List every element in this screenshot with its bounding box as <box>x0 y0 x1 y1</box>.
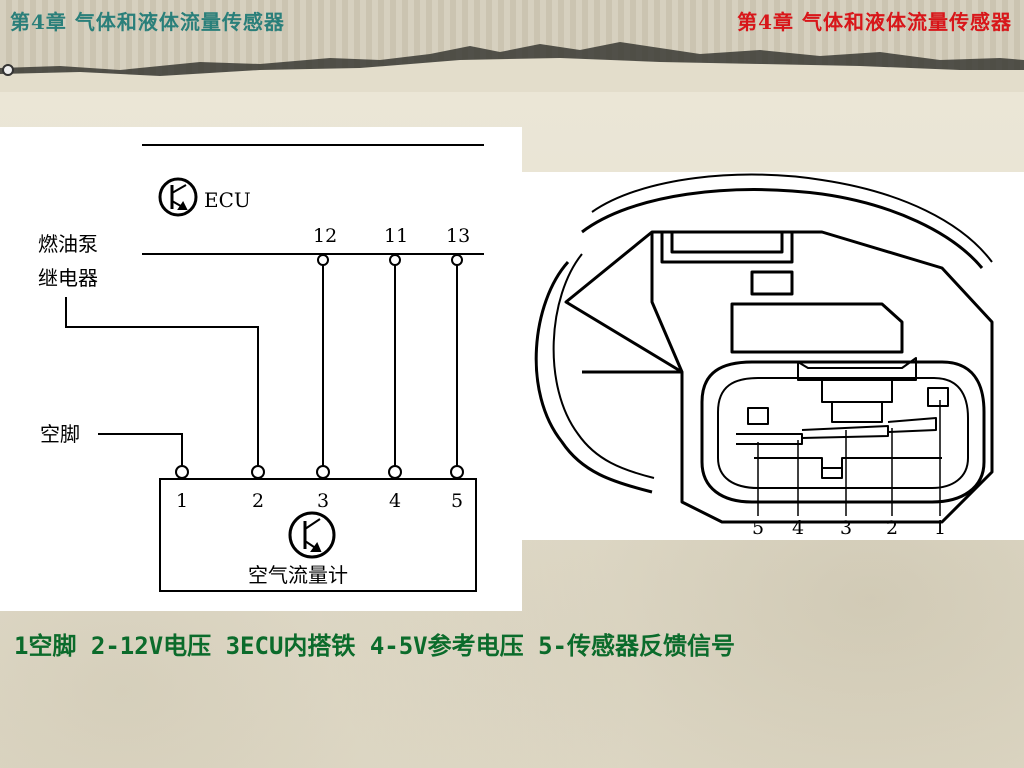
relay-label-line1: 燃油泵 <box>38 232 98 256</box>
meter-transistor-icon <box>288 511 336 559</box>
wiring-diagram: ECU 燃油泵 继电器 空脚 12 11 13 1 2 3 4 5 空气流量计 <box>38 144 484 592</box>
header-mountain-decoration <box>0 42 1024 92</box>
slide-title-right: 第4章 气体和液体流量传感器 <box>737 10 1012 34</box>
ecu-label: ECU <box>204 188 251 212</box>
slide-title-left: 第4章 气体和液体流量传感器 <box>10 10 285 34</box>
pin-function-caption: 1空脚 2-12V电压 3ECU内搭铁 4-5V参考电压 5-传感器反馈信号 <box>14 632 735 660</box>
ecu-pin-label: 12 <box>313 225 337 247</box>
ecu-transistor-icon <box>158 177 198 217</box>
connector-pin-label: 3 <box>840 517 852 539</box>
empty-pin-label: 空脚 <box>40 422 80 446</box>
meter-pin-label: 5 <box>451 490 463 512</box>
ecu-pin-label: 13 <box>446 225 470 247</box>
meter-label: 空气流量计 <box>248 563 348 587</box>
relay-label-line2: 继电器 <box>38 266 98 290</box>
meter-pin-label: 4 <box>389 490 401 512</box>
ecu-pin-label: 11 <box>384 225 408 247</box>
connector-pin-label: 2 <box>886 517 898 539</box>
connector-pin-label: 1 <box>934 517 946 539</box>
connector-illustration-panel: 5 4 3 2 1 <box>522 172 1024 540</box>
wiring-diagram-panel: ECU 燃油泵 继电器 空脚 12 11 13 1 2 3 4 5 空气流量计 <box>0 127 522 611</box>
connector-illustration: 5 4 3 2 1 <box>534 173 994 539</box>
meter-pin-label: 3 <box>317 490 329 512</box>
meter-pin-label: 2 <box>252 490 264 512</box>
connector-pin-label: 4 <box>792 517 804 539</box>
connector-pin-label: 5 <box>752 517 764 539</box>
meter-pin-label: 1 <box>176 490 188 512</box>
